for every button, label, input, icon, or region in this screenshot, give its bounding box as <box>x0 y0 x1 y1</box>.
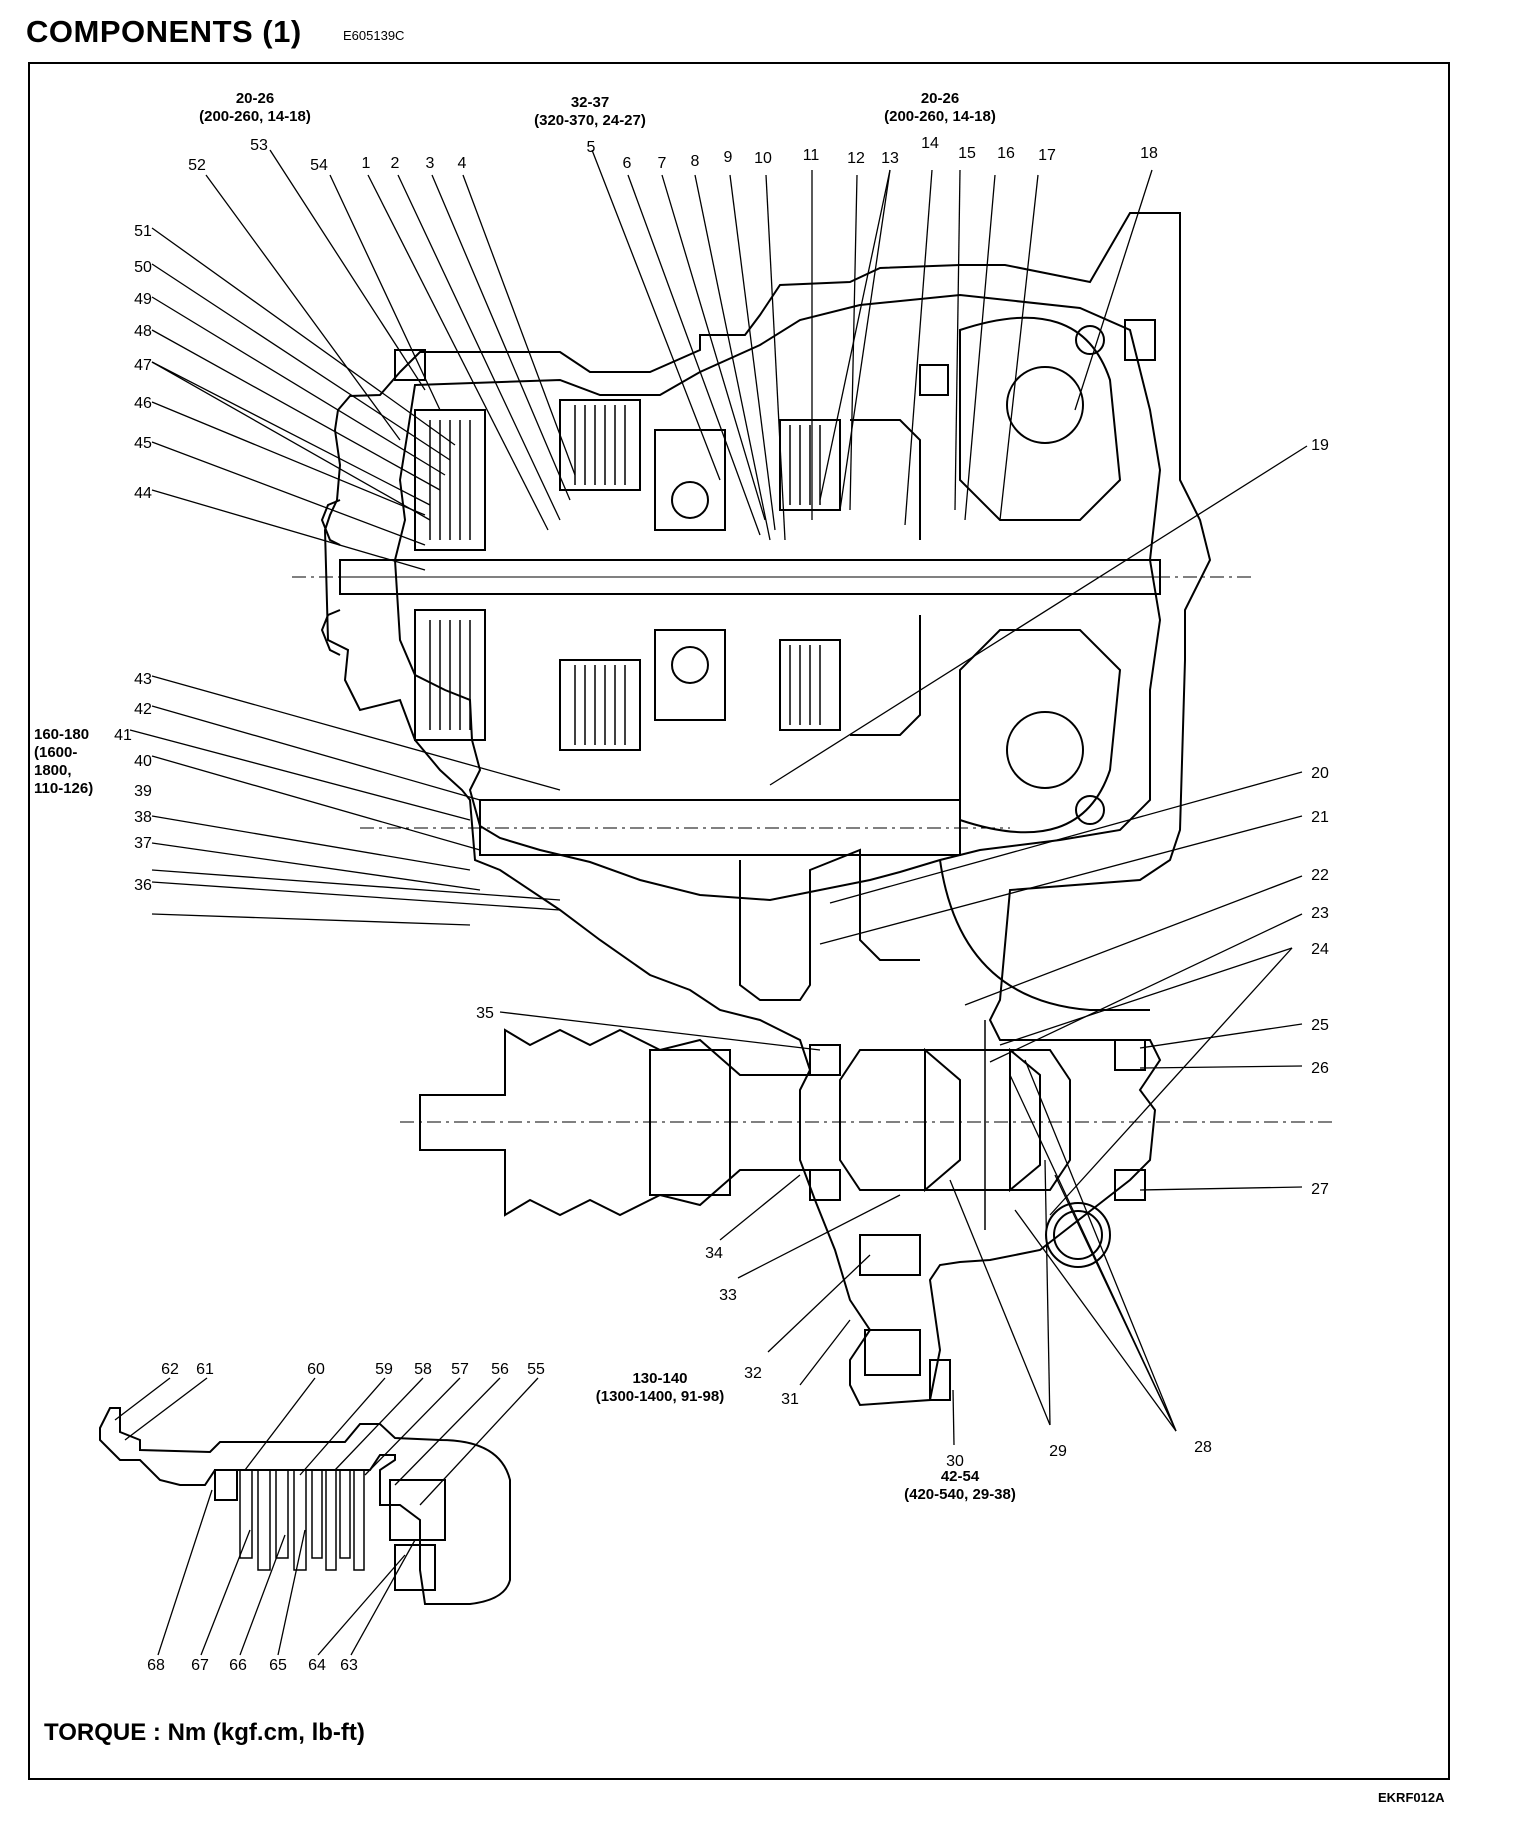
part-label-50: 50 <box>134 259 152 276</box>
part-label-17: 17 <box>1038 147 1056 164</box>
rear-clutch <box>559 399 641 491</box>
part-label-33: 33 <box>719 1287 737 1304</box>
clutch-drum <box>850 419 921 736</box>
part-label-9: 9 <box>724 149 733 166</box>
part-label-61: 61 <box>196 1361 214 1378</box>
part-label-5: 5 <box>587 139 596 156</box>
part-label-7: 7 <box>658 155 667 172</box>
part-label-13: 13 <box>881 150 899 167</box>
part-label-37: 37 <box>134 835 152 852</box>
part-label-22: 22 <box>1311 867 1329 884</box>
part-label-20: 20 <box>1311 765 1329 782</box>
part-label-52: 52 <box>188 157 206 174</box>
part-label-8: 8 <box>691 153 700 170</box>
torque-spec-bottom: 42-54 (420-540, 29-38) <box>904 1468 1016 1503</box>
page-title: COMPONENTS (1) <box>26 14 302 49</box>
part-label-54: 54 <box>310 157 328 174</box>
part-label-58: 58 <box>414 1361 432 1378</box>
part-label-26: 26 <box>1311 1060 1329 1077</box>
part-label-62: 62 <box>161 1361 179 1378</box>
part-label-1: 1 <box>362 155 371 172</box>
part-label-66: 66 <box>229 1657 247 1674</box>
part-label-46: 46 <box>134 395 152 412</box>
part-label-11: 11 <box>803 147 820 164</box>
torque-spec-top-right: 20-26 (200-260, 14-18) <box>884 90 996 125</box>
torque-spec-top-left: 20-26 (200-260, 14-18) <box>199 90 311 125</box>
part-label-60: 60 <box>307 1361 325 1378</box>
torque-spec-top-center: 32-37 (320-370, 24-27) <box>534 94 646 129</box>
part-label-41: 41 <box>114 727 132 744</box>
part-label-51: 51 <box>134 223 152 240</box>
part-label-14: 14 <box>921 135 939 152</box>
part-label-23: 23 <box>1311 905 1329 922</box>
part-label-29: 29 <box>1049 1443 1067 1460</box>
diagram-frame <box>28 62 1450 1780</box>
part-label-45: 45 <box>134 435 152 452</box>
detail-inset-outline <box>99 1407 511 1605</box>
part-label-42: 42 <box>134 701 152 718</box>
drain-plug <box>1045 1202 1111 1268</box>
part-label-10: 10 <box>754 150 772 167</box>
torque-spec-left: 160-180 (1600- 1800, 110-126) <box>34 726 94 797</box>
part-label-57: 57 <box>451 1361 469 1378</box>
top-bolt <box>394 349 426 381</box>
part-label-25: 25 <box>1311 1017 1329 1034</box>
differential-case <box>839 1049 1071 1191</box>
bearing <box>809 1044 841 1076</box>
part-label-31: 31 <box>781 1391 799 1408</box>
part-label-19: 19 <box>1311 437 1329 454</box>
part-label-18: 18 <box>1140 145 1158 162</box>
torque-unit-legend: TORQUE : Nm (kgf.cm, lb-ft) <box>44 1719 365 1746</box>
left-flange <box>320 499 341 546</box>
part-label-40: 40 <box>134 753 152 770</box>
part-label-38: 38 <box>134 809 152 826</box>
drive-shaft-boot <box>419 1028 810 1217</box>
housing-curve <box>939 859 1150 1011</box>
part-label-68: 68 <box>147 1657 165 1674</box>
part-label-4: 4 <box>458 155 467 172</box>
part-label-63: 63 <box>340 1657 358 1674</box>
part-label-2: 2 <box>391 155 400 172</box>
part-label-55: 55 <box>527 1361 545 1378</box>
part-label-39: 39 <box>134 783 152 800</box>
housing-inner-wall <box>393 293 1162 902</box>
transaxle-housing-outline <box>323 212 1212 1407</box>
part-label-34: 34 <box>705 1245 723 1262</box>
part-label-36: 36 <box>134 877 152 894</box>
part-label-35: 35 <box>476 1005 494 1022</box>
part-label-59: 59 <box>375 1361 393 1378</box>
part-label-47: 47 <box>134 357 152 374</box>
part-label-48: 48 <box>134 323 152 340</box>
lower-bolt <box>859 1234 921 1276</box>
torque-converter <box>959 316 1122 521</box>
part-label-12: 12 <box>847 150 865 167</box>
document-code: E605139C <box>343 28 405 43</box>
brake-pack <box>779 419 841 511</box>
part-label-21: 21 <box>1311 809 1329 826</box>
part-label-24: 24 <box>1311 941 1329 958</box>
part-label-56: 56 <box>491 1361 509 1378</box>
part-label-53: 53 <box>250 137 268 154</box>
part-label-28: 28 <box>1194 1439 1212 1456</box>
part-label-43: 43 <box>134 671 152 688</box>
part-label-15: 15 <box>958 145 976 162</box>
front-clutch <box>414 409 486 551</box>
part-label-44: 44 <box>134 485 152 502</box>
part-label-64: 64 <box>308 1657 326 1674</box>
counter-gear <box>739 848 920 1001</box>
part-label-30: 30 <box>946 1453 964 1470</box>
part-label-27: 27 <box>1311 1181 1329 1198</box>
planetary-gear-set <box>654 429 726 531</box>
torque-spec-lower-center: 130-140 (1300-1400, 91-98) <box>595 1370 725 1405</box>
part-label-49: 49 <box>134 291 152 308</box>
part-label-67: 67 <box>191 1657 209 1674</box>
part-label-3: 3 <box>426 155 435 172</box>
part-label-16: 16 <box>997 145 1015 162</box>
part-label-6: 6 <box>623 155 632 172</box>
part-label-65: 65 <box>269 1657 287 1674</box>
part-label-32: 32 <box>744 1365 762 1382</box>
figure-code: EKRF012A <box>1378 1790 1445 1805</box>
